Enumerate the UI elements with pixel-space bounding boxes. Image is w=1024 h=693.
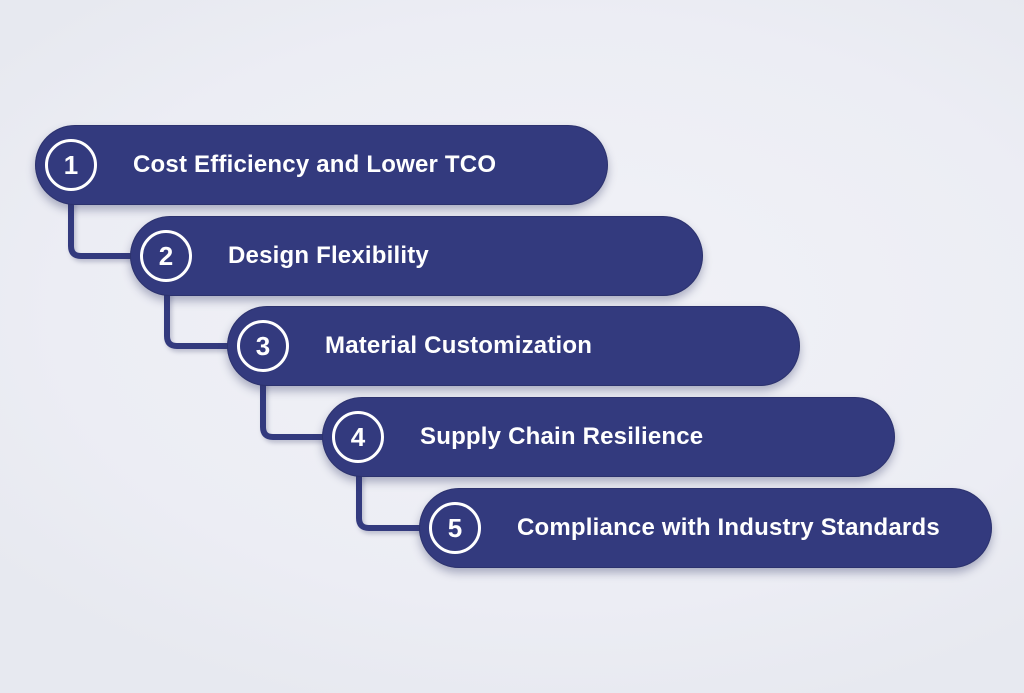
step-number-2: 2 bbox=[158, 241, 174, 271]
step-pill-4: 4 Supply Chain Resilience bbox=[322, 397, 895, 477]
step-label-5: Compliance with Industry Standards bbox=[517, 514, 940, 541]
connector-line-2-3 bbox=[164, 289, 229, 349]
step-label-3: Material Customization bbox=[325, 332, 593, 359]
step-number-5: 5 bbox=[447, 513, 463, 543]
step-number-circle-1: 1 bbox=[45, 139, 97, 191]
step-pill-2: 2 Design Flexibility bbox=[130, 216, 703, 296]
step-number-circle-5: 5 bbox=[429, 502, 481, 554]
connector-line-1-2 bbox=[68, 198, 132, 259]
step-pill-3: 3 Material Customization bbox=[227, 306, 800, 386]
step-pill-1: 1 Cost Efficiency and Lower TCO bbox=[35, 125, 608, 205]
step-number-3: 3 bbox=[255, 331, 271, 361]
connector-line-3-4 bbox=[260, 379, 324, 440]
step-label-1: Cost Efficiency and Lower TCO bbox=[133, 151, 497, 178]
step-number-1: 1 bbox=[63, 150, 79, 180]
step-number-circle-4: 4 bbox=[332, 411, 384, 463]
step-number-circle-3: 3 bbox=[237, 320, 289, 372]
step-number-circle-2: 2 bbox=[140, 230, 192, 282]
step-label-4: Supply Chain Resilience bbox=[420, 423, 704, 450]
step-pill-5: 5 Compliance with Industry Standards bbox=[419, 488, 992, 568]
connector-line-4-5 bbox=[356, 470, 421, 531]
step-number-4: 4 bbox=[350, 422, 366, 452]
step-label-2: Design Flexibility bbox=[228, 242, 429, 269]
